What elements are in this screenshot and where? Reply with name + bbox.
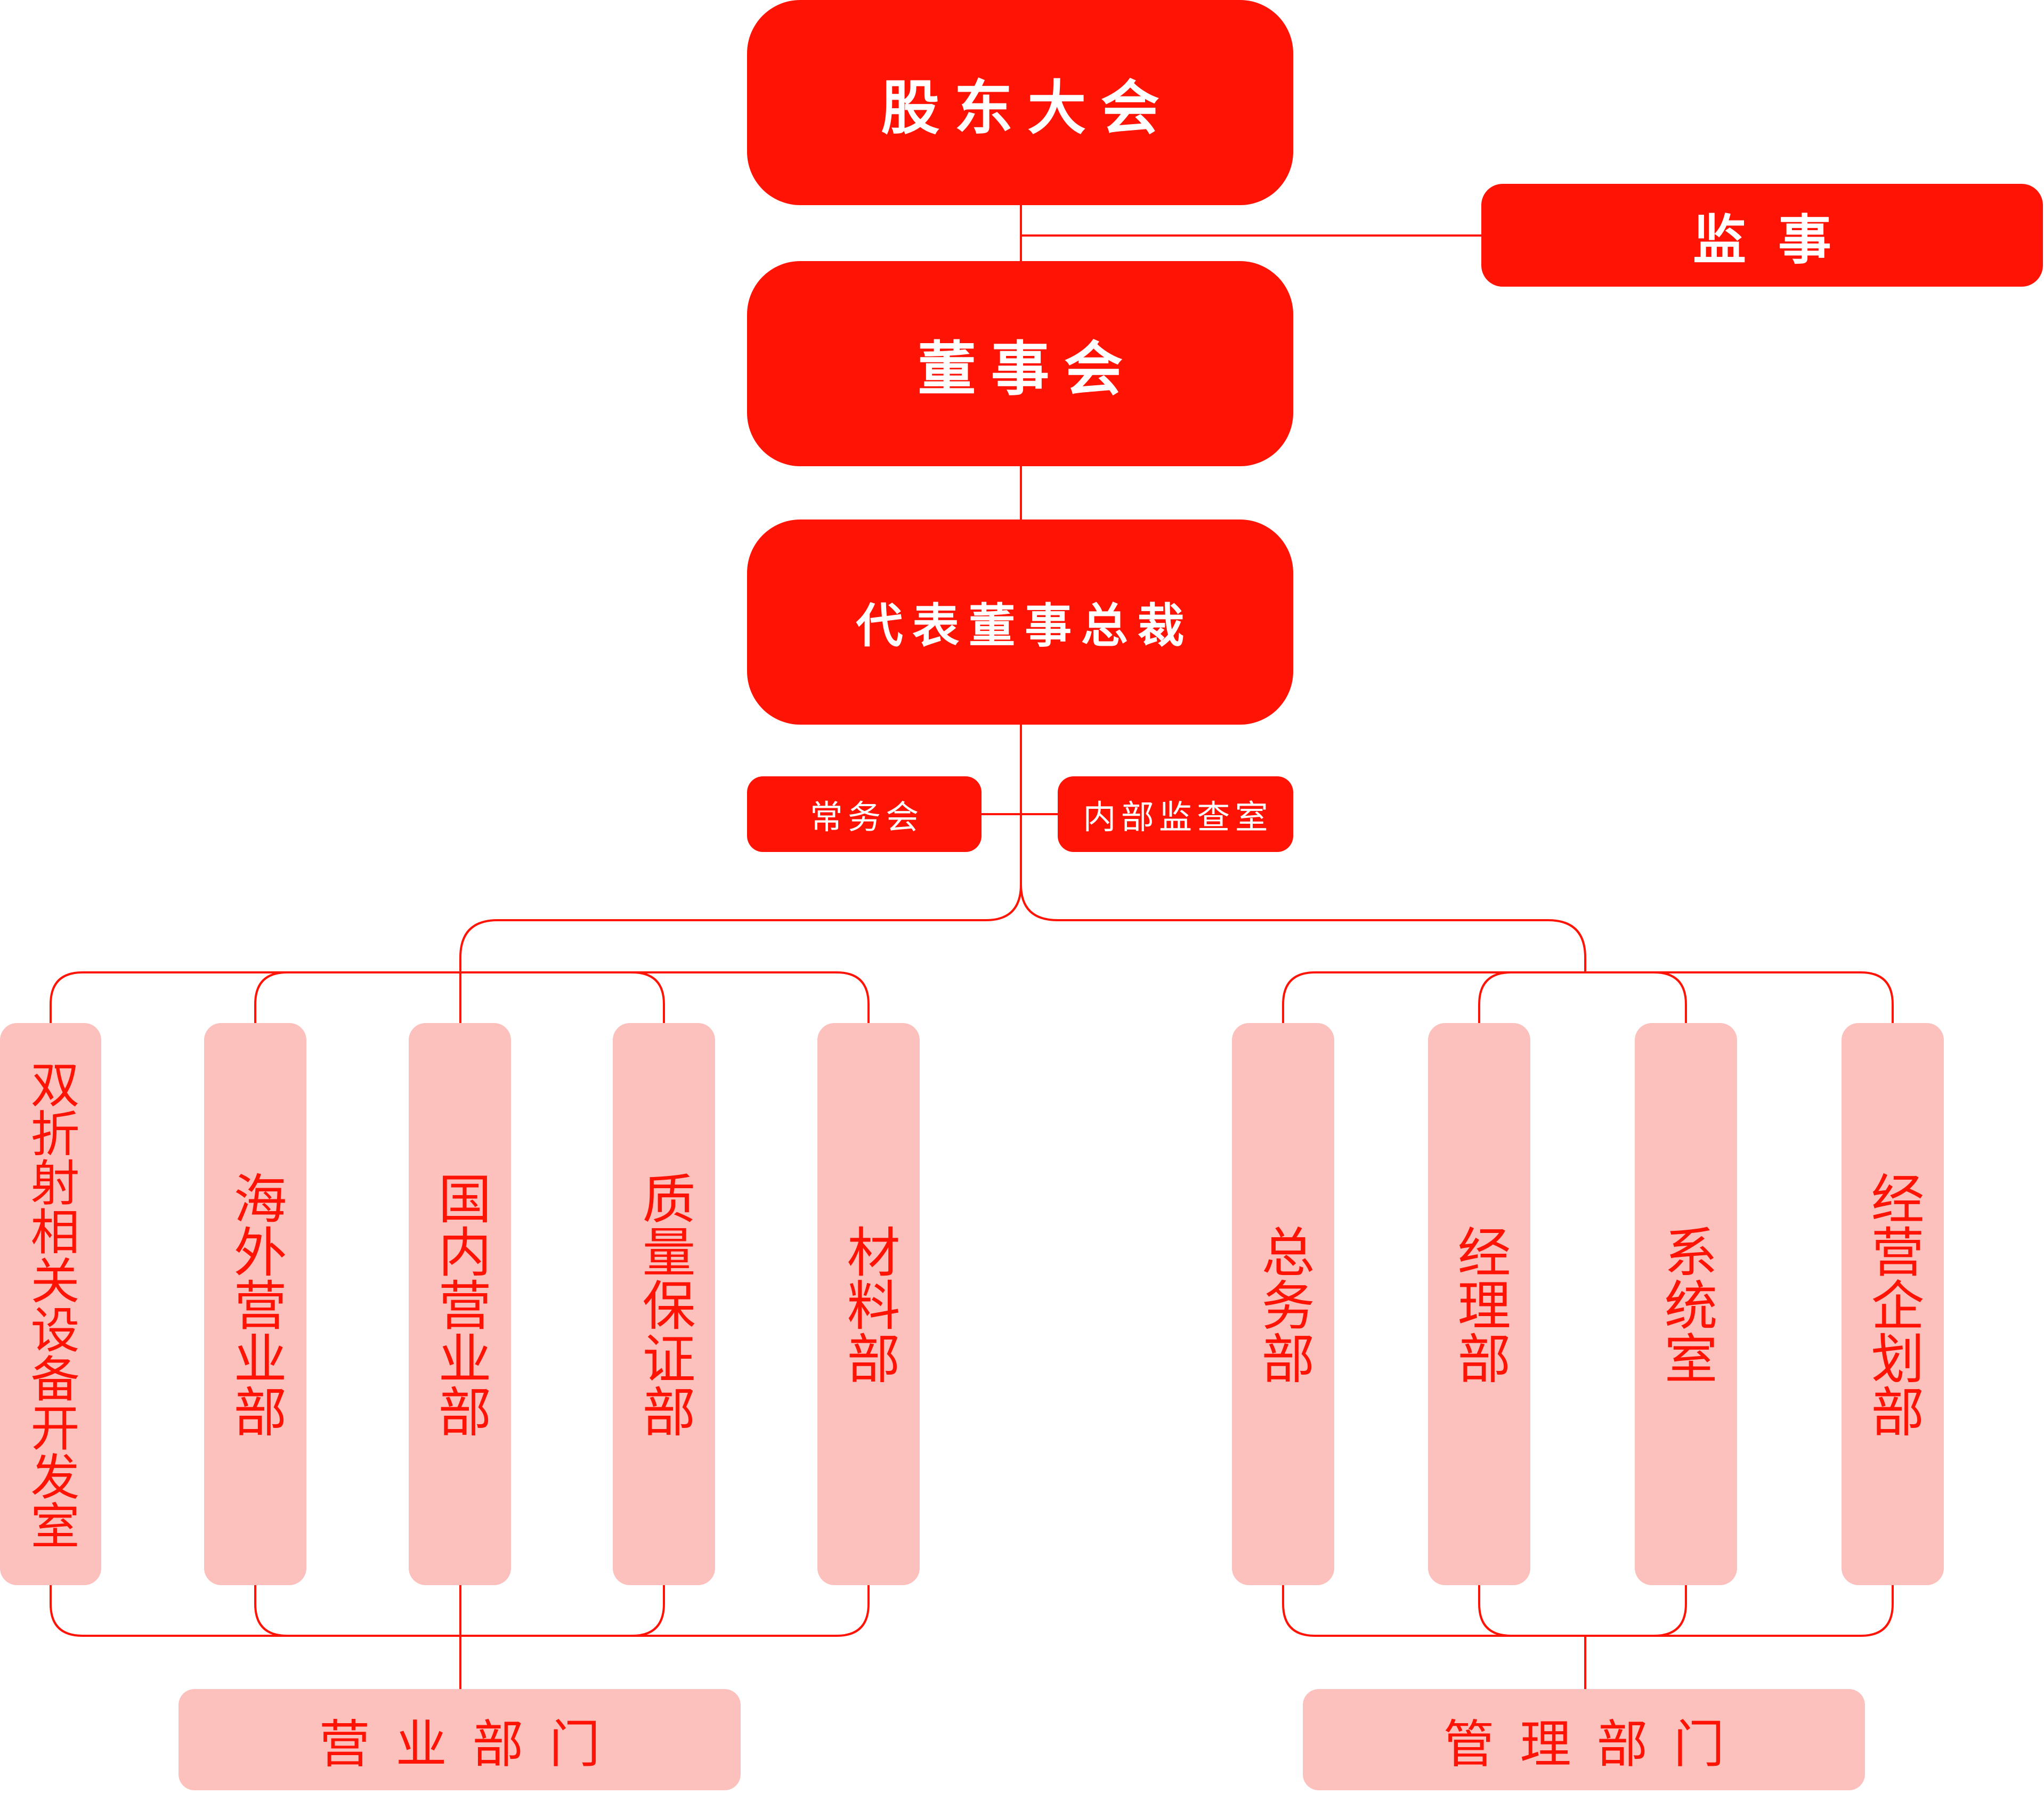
admin-division-label: 管理部门 — [1443, 1714, 1750, 1774]
department-label: 国内营业部 — [429, 1171, 491, 1438]
department-box: 总务部 — [1232, 1023, 1334, 1585]
admin-division-box: 管理部门 — [1303, 1689, 1865, 1790]
split-right-line — [1020, 884, 1586, 972]
department-label: 双折射相关设备开发室 — [22, 1059, 79, 1549]
shareholders-meeting-box: 股东大会 — [747, 0, 1293, 205]
executive-committee-label: 常务会 — [809, 798, 924, 837]
board-of-directors-box: 董事会 — [747, 261, 1293, 466]
department-box: 国内营业部 — [409, 1023, 511, 1585]
department-label: 总务部 — [1252, 1224, 1315, 1384]
department-box: 系统室 — [1635, 1023, 1737, 1585]
department-box: 经理部 — [1428, 1023, 1530, 1585]
department-box: 经营企划部 — [1842, 1023, 1944, 1585]
admin-bottom-bus-outer — [1282, 1585, 1894, 1637]
department-label: 海外营业部 — [224, 1171, 287, 1438]
department-box: 材料部 — [817, 1023, 920, 1585]
shareholders-meeting-label: 股东大会 — [881, 74, 1174, 142]
department-box: 质量保证部 — [613, 1023, 715, 1585]
department-label: 材料部 — [838, 1224, 900, 1384]
internal-audit-office-box: 内部监查室 — [1058, 776, 1293, 852]
split-left-line — [459, 884, 1022, 1023]
sales-division-box: 营业部门 — [179, 1689, 741, 1790]
auditor-label: 监事 — [1693, 209, 1863, 271]
auditor-box: 监事 — [1481, 184, 2043, 287]
department-label: 系统室 — [1655, 1224, 1717, 1384]
department-label: 质量保证部 — [633, 1171, 695, 1438]
board-of-directors-label: 董事会 — [918, 335, 1138, 403]
admin-top-bus-outer — [1282, 971, 1894, 1023]
department-box: 海外营业部 — [204, 1023, 306, 1585]
executive-committee-box: 常务会 — [747, 776, 982, 852]
department-box: 双折射相关设备开发室 — [0, 1023, 101, 1585]
representative-director-president-label: 代表董事总裁 — [856, 598, 1194, 653]
internal-audit-office-label: 内部监查室 — [1083, 798, 1273, 837]
sales-top-bus-inner — [254, 971, 665, 1023]
admin-bottom-bus-inner — [1478, 1585, 1687, 1637]
representative-director-president-box: 代表董事总裁 — [747, 520, 1293, 725]
department-label: 经理部 — [1448, 1224, 1511, 1384]
sales-division-label: 营业部门 — [319, 1714, 626, 1774]
department-label: 经营企划部 — [1862, 1171, 1924, 1438]
admin-top-bus-inner — [1478, 971, 1687, 1023]
